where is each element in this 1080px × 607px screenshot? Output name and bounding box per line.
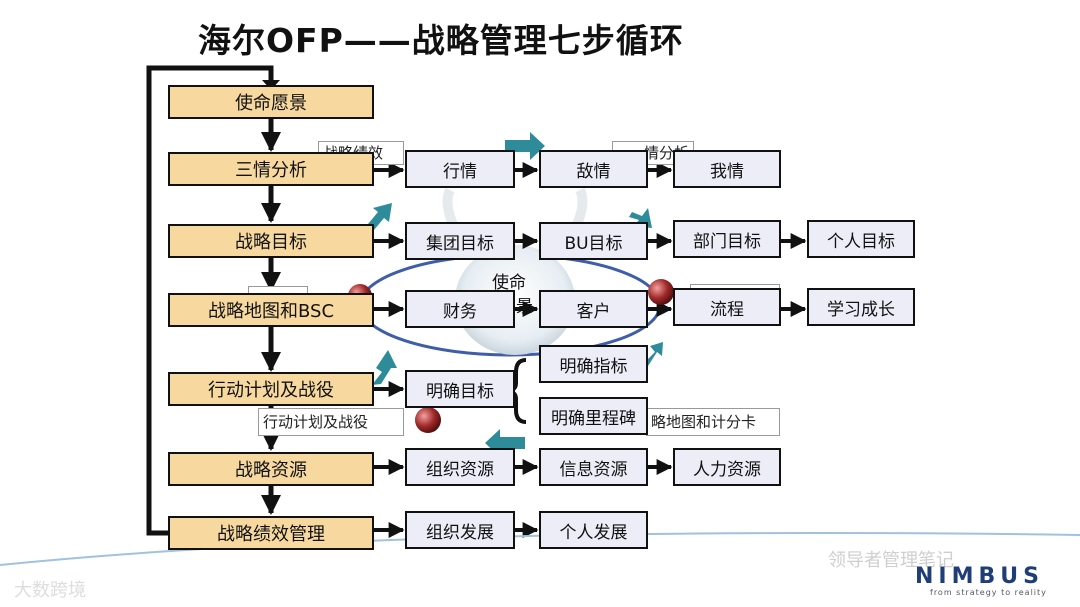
watermark-left: 大数跨境 <box>14 580 86 601</box>
box-hr-resources: 人力资源 <box>673 448 781 486</box>
box-bu-goal: BU目标 <box>539 222 648 260</box>
watermark-right: 领导者管理笔记 <box>828 550 954 571</box>
ghost-label-plan: 行动计划及战役 <box>258 408 404 436</box>
loop-frame <box>146 65 274 536</box>
box-self: 我情 <box>673 150 781 188</box>
box-info-resources: 信息资源 <box>539 448 648 486</box>
box-group-goal: 集团目标 <box>405 222 515 260</box>
page-title: 海尔OFP——战略管理七步循环 <box>198 21 684 60</box>
box-personal-goal: 个人目标 <box>807 220 915 258</box>
step-mission-vision: 使命愿景 <box>168 85 374 119</box>
step-strategic-resources: 战略资源 <box>168 452 374 486</box>
center-text-mission: 使命 <box>492 273 526 293</box>
nimbus-tagline: from strategy to reality <box>930 588 1047 597</box>
step-strategy-map-bsc: 战略地图和BSC <box>168 293 374 327</box>
step-action-plan: 行动计划及战役 <box>168 372 374 406</box>
box-customer: 客户 <box>539 290 648 328</box>
box-clear-indicators: 明确指标 <box>539 345 648 383</box>
box-clear-milestones: 明确里程碑 <box>539 397 648 435</box>
step-strategic-goals: 战略目标 <box>168 224 374 258</box>
step-three-analysis: 三情分析 <box>168 152 374 186</box>
box-clear-goal: 明确目标 <box>405 370 515 408</box>
center-text-vision: 景 <box>516 297 533 317</box>
box-org-development: 组织发展 <box>405 511 515 549</box>
box-learning-growth: 学习成长 <box>807 288 915 326</box>
step-performance-management: 战略绩效管理 <box>168 516 374 550</box>
box-dept-goal: 部门目标 <box>673 220 781 258</box>
ghost-label-map: 略地图和计分卡 <box>646 408 780 436</box>
box-finance: 财务 <box>405 290 515 328</box>
box-personal-development: 个人发展 <box>539 511 648 549</box>
box-competitor: 敌情 <box>539 150 648 188</box>
box-market: 行情 <box>405 150 515 188</box>
box-process: 流程 <box>673 288 781 326</box>
box-org-resources: 组织资源 <box>405 448 515 486</box>
row-connectors <box>374 162 807 538</box>
nimbus-logo: NIMBUS <box>915 564 1044 589</box>
